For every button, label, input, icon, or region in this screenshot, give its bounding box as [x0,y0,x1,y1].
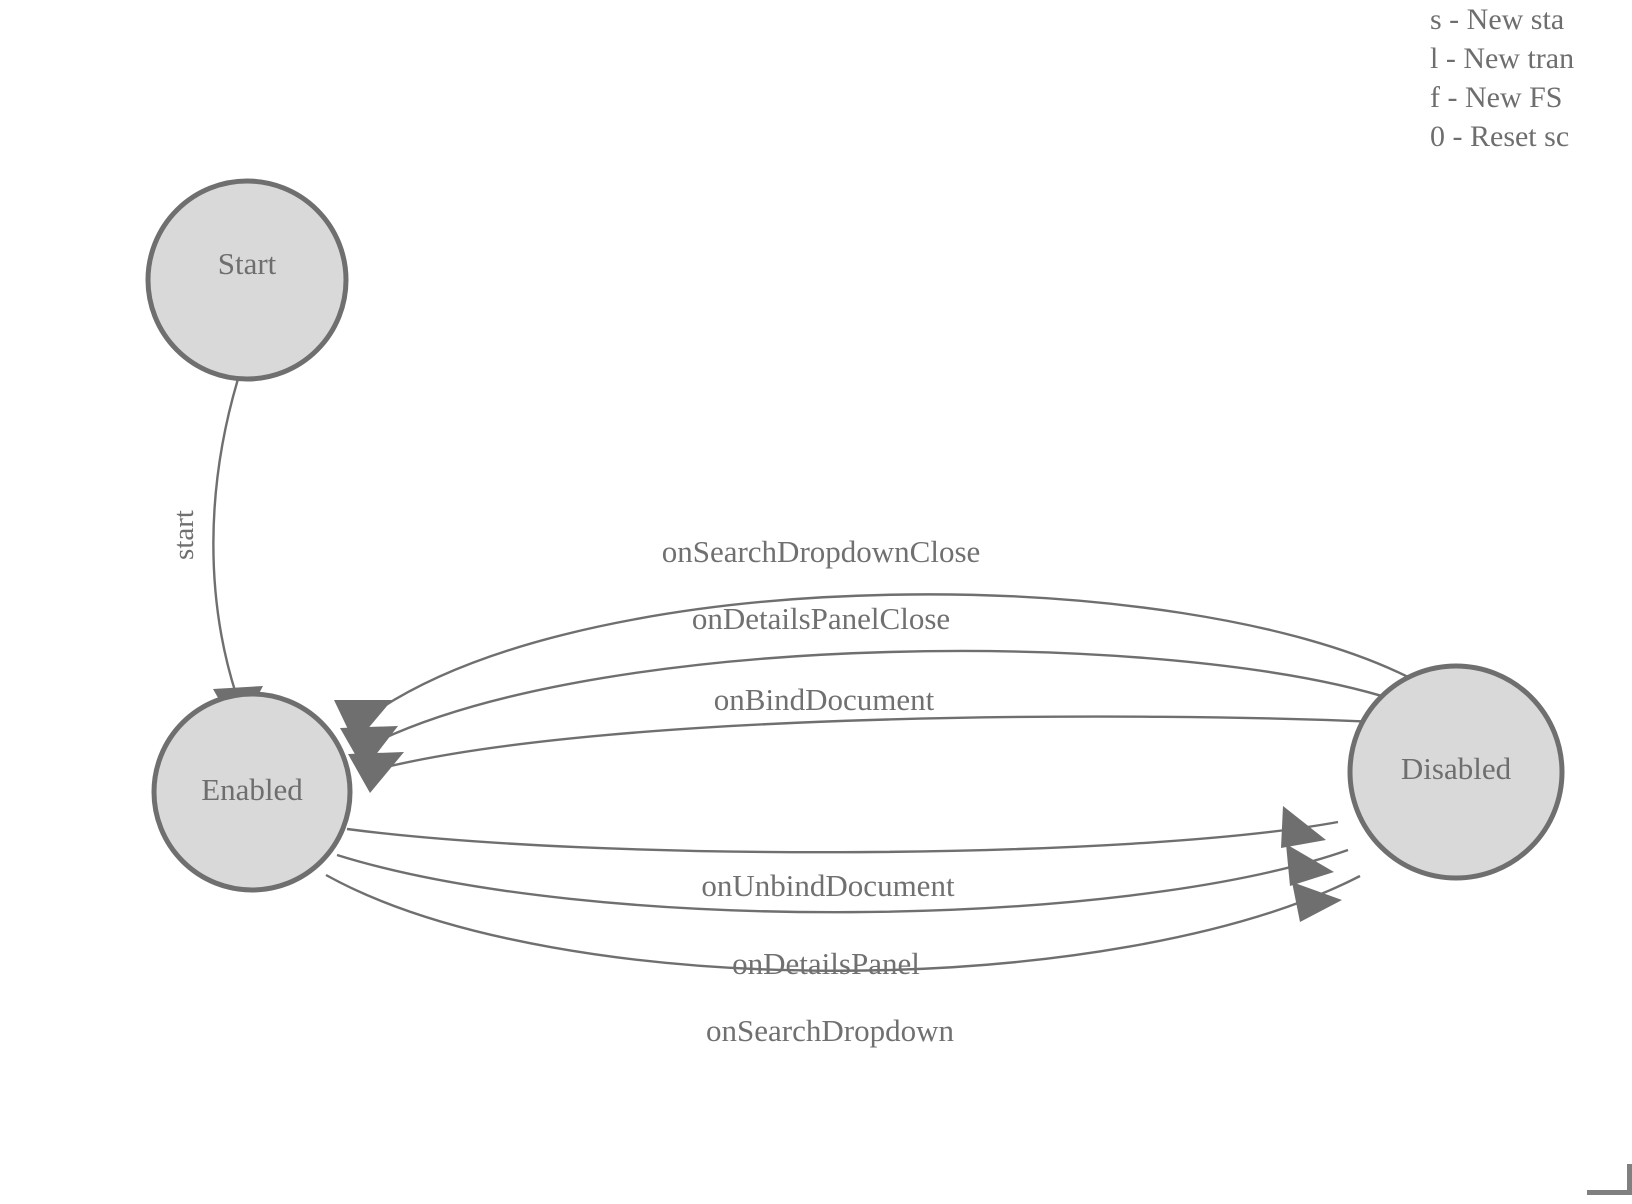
keyboard-shortcut-help: s - New sta l - New tran f - New FS 0 - … [1430,0,1632,156]
canvas-corner-handle[interactable] [1587,1164,1632,1195]
transition-onDetailsPanel[interactable] [336,844,1349,914]
edge-path-onSearchDropdownClose[interactable] [374,593,1409,713]
transition-onUnbindDocument[interactable] [346,806,1339,854]
edge-label-onUnbindDocument: onUnbindDocument [701,868,955,903]
edge-label-onDetailsPanel: onDetailsPanel [732,946,920,981]
edge-label-onSearchDropdown: onSearchDropdown [706,1013,954,1048]
edge-path-onDetailsPanelClose[interactable] [375,649,1396,744]
state-label-disabled: Disabled [1401,751,1512,786]
edge-path-onUnbindDocument[interactable] [346,820,1339,854]
arrowhead-onBindDocument [348,752,404,793]
state-label-enabled: Enabled [201,772,303,807]
edge-path-start-enabled[interactable] [212,378,240,695]
state-circle-start[interactable] [145,178,349,382]
state-node-enabled[interactable]: Enabled [151,691,353,893]
edge-path-onDetailsPanel[interactable] [336,848,1349,914]
arrowhead-onDetailsPanelClose [340,726,398,770]
transition-onDetailsPanelClose[interactable] [340,649,1396,770]
transition-onBindDocument[interactable] [348,715,1377,793]
state-node-start[interactable]: Start [145,178,349,382]
state-node-disabled[interactable]: Disabled [1347,663,1565,881]
state-label-start: Start [218,246,277,281]
edge-label-onSearchDropdownClose: onSearchDropdownClose [662,534,981,569]
help-line-new-fsm: f - New FS [1430,81,1563,114]
arrowhead-onSearchDropdown [1292,882,1342,922]
edge-label-onDetailsPanelClose: onDetailsPanelClose [692,601,950,636]
transition-onSearchDropdownClose[interactable] [334,593,1409,744]
edge-label-onBindDocument: onBindDocument [714,682,935,717]
arrowhead-onDetailsPanel [1286,844,1334,886]
arrowhead-onUnbindDocument [1281,806,1326,848]
transition-onSearchDropdown[interactable] [325,873,1361,972]
help-line-reset: 0 - Reset sc [1430,120,1570,153]
state-circle-enabled[interactable] [151,691,353,893]
state-circle-disabled[interactable] [1347,663,1565,881]
edge-path-onSearchDropdown[interactable] [325,873,1361,972]
help-line-new-transition: l - New tran [1430,42,1575,75]
arrowhead-onSearchDropdownClose [334,700,392,744]
transition-start-to-enabled[interactable] [212,378,263,733]
help-line-new-state: s - New sta [1430,3,1565,36]
edge-path-onBindDocument[interactable] [381,715,1377,770]
edge-label-start: start [168,510,200,560]
